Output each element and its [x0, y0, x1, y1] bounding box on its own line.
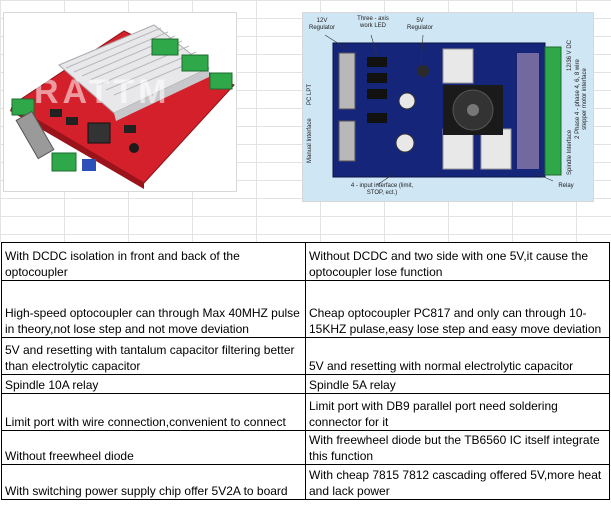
blue-board-illustration	[303, 13, 593, 201]
red-board-illustration	[4, 13, 236, 191]
label-manual-interface: Manual Interface	[307, 118, 313, 163]
label-relay: Relay	[558, 183, 574, 189]
table-cell[interactable]: Without DCDC and two side with one 5V,it…	[305, 242, 610, 281]
table-cell[interactable]: With cheap 7815 7812 cascading offered 5…	[305, 464, 610, 500]
label-4-input-interface: 4 - input interface (limit, STOP, ect.)	[350, 183, 414, 196]
table-cell[interactable]: Without freewheel diode	[1, 430, 306, 465]
table-cell[interactable]: Limit port with wire connection,convenie…	[1, 393, 306, 431]
label-5v-regulator: 5V Regulator	[406, 18, 433, 31]
table-cell[interactable]: With freewheel diode but the TB6560 IC i…	[305, 430, 610, 465]
table-cell[interactable]: With switching power supply chip offer 5…	[1, 464, 306, 500]
table-row: Without freewheel diode With freewheel d…	[1, 430, 610, 465]
table-row: Limit port with wire connection,convenie…	[1, 393, 610, 431]
table-cell[interactable]: Spindle 5A relay	[305, 374, 610, 394]
right-board-photo[interactable]: 12V Regulator Three - axis work LED 5V R…	[302, 12, 594, 202]
board-watermark: RATTM	[34, 73, 171, 111]
label-three-axis-led: Three - axis work LED	[357, 16, 389, 29]
table-cell[interactable]: Spindle 10A relay	[1, 374, 306, 394]
label-12v-regulator: 12V Regulator	[308, 18, 335, 31]
table-cell[interactable]: 5V and resetting with tantalum capacitor…	[1, 337, 306, 375]
table-cell[interactable]: Limit port with DB9 parallel port need s…	[305, 393, 610, 431]
table-row: 5V and resetting with tantalum capacitor…	[1, 337, 610, 375]
label-pc-lpt: PC LPT	[307, 83, 313, 105]
table-cell[interactable]: Cheap optocoupler PC817 and only can thr…	[305, 280, 610, 338]
table-row: With DCDC isolation in front and back of…	[1, 242, 610, 281]
comparison-table: With DCDC isolation in front and back of…	[1, 242, 610, 500]
table-row: High-speed optocoupler can through Max 4…	[1, 280, 610, 338]
label-spindle-interface: Spindle Interface	[567, 129, 573, 175]
label-power-input: 12/36 V DC	[567, 39, 573, 71]
label-stepper-interface: 2 Phase 4 - phase 4, 6, 8 wire stepper m…	[575, 59, 588, 139]
table-cell[interactable]: High-speed optocoupler can through Max 4…	[1, 280, 306, 338]
left-board-photo[interactable]: RATTM	[3, 12, 237, 192]
table-cell[interactable]: 5V and resetting with normal electrolyti…	[305, 337, 610, 375]
table-row: Spindle 10A relay Spindle 5A relay	[1, 374, 610, 394]
table-cell[interactable]: With DCDC isolation in front and back of…	[1, 242, 306, 281]
table-row: With switching power supply chip offer 5…	[1, 464, 610, 500]
